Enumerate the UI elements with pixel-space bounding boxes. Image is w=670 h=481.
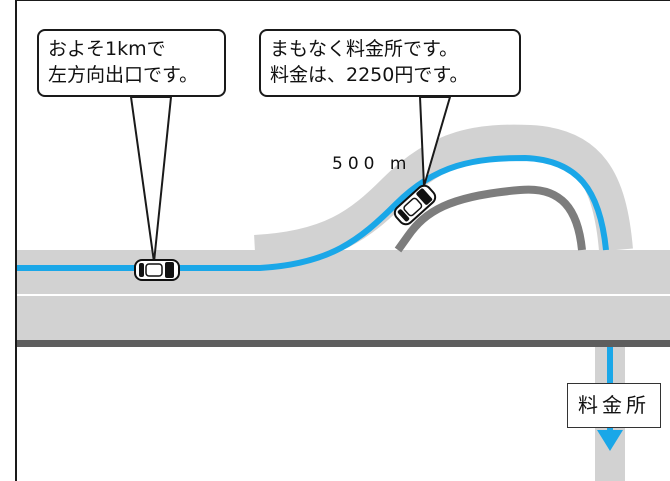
distance-marker: 500 m — [332, 154, 412, 174]
route-line — [17, 154, 609, 271]
highway-lower-lanes — [17, 296, 670, 340]
speech-bubble-right: まもなく料金所です。 料金は、2250円です。 — [259, 29, 521, 97]
ramp-inner-shadow — [394, 185, 586, 253]
bubble-right-line-2: 料金は、2250円です。 — [270, 64, 469, 86]
highway-upper-lanes — [17, 250, 670, 296]
highway-shadow — [17, 340, 670, 347]
highway-divider — [17, 294, 670, 296]
bubble-right-tail — [419, 96, 451, 187]
bubble-right-line-1: まもなく料金所です。 — [270, 38, 459, 60]
bubble-left-tail — [130, 96, 172, 263]
bubble-left-line-1: およそ1kmで — [48, 38, 166, 60]
down-arrow-icon — [597, 430, 623, 451]
exit-ramp — [253, 124, 633, 269]
car-icon — [393, 184, 437, 226]
speech-bubble-left: およそ1kmで 左方向出口です。 — [37, 29, 226, 97]
toll-booth-sign: 料金所 — [567, 383, 661, 428]
car-icon — [134, 259, 180, 281]
bubble-left-line-2: 左方向出口です。 — [48, 64, 199, 86]
